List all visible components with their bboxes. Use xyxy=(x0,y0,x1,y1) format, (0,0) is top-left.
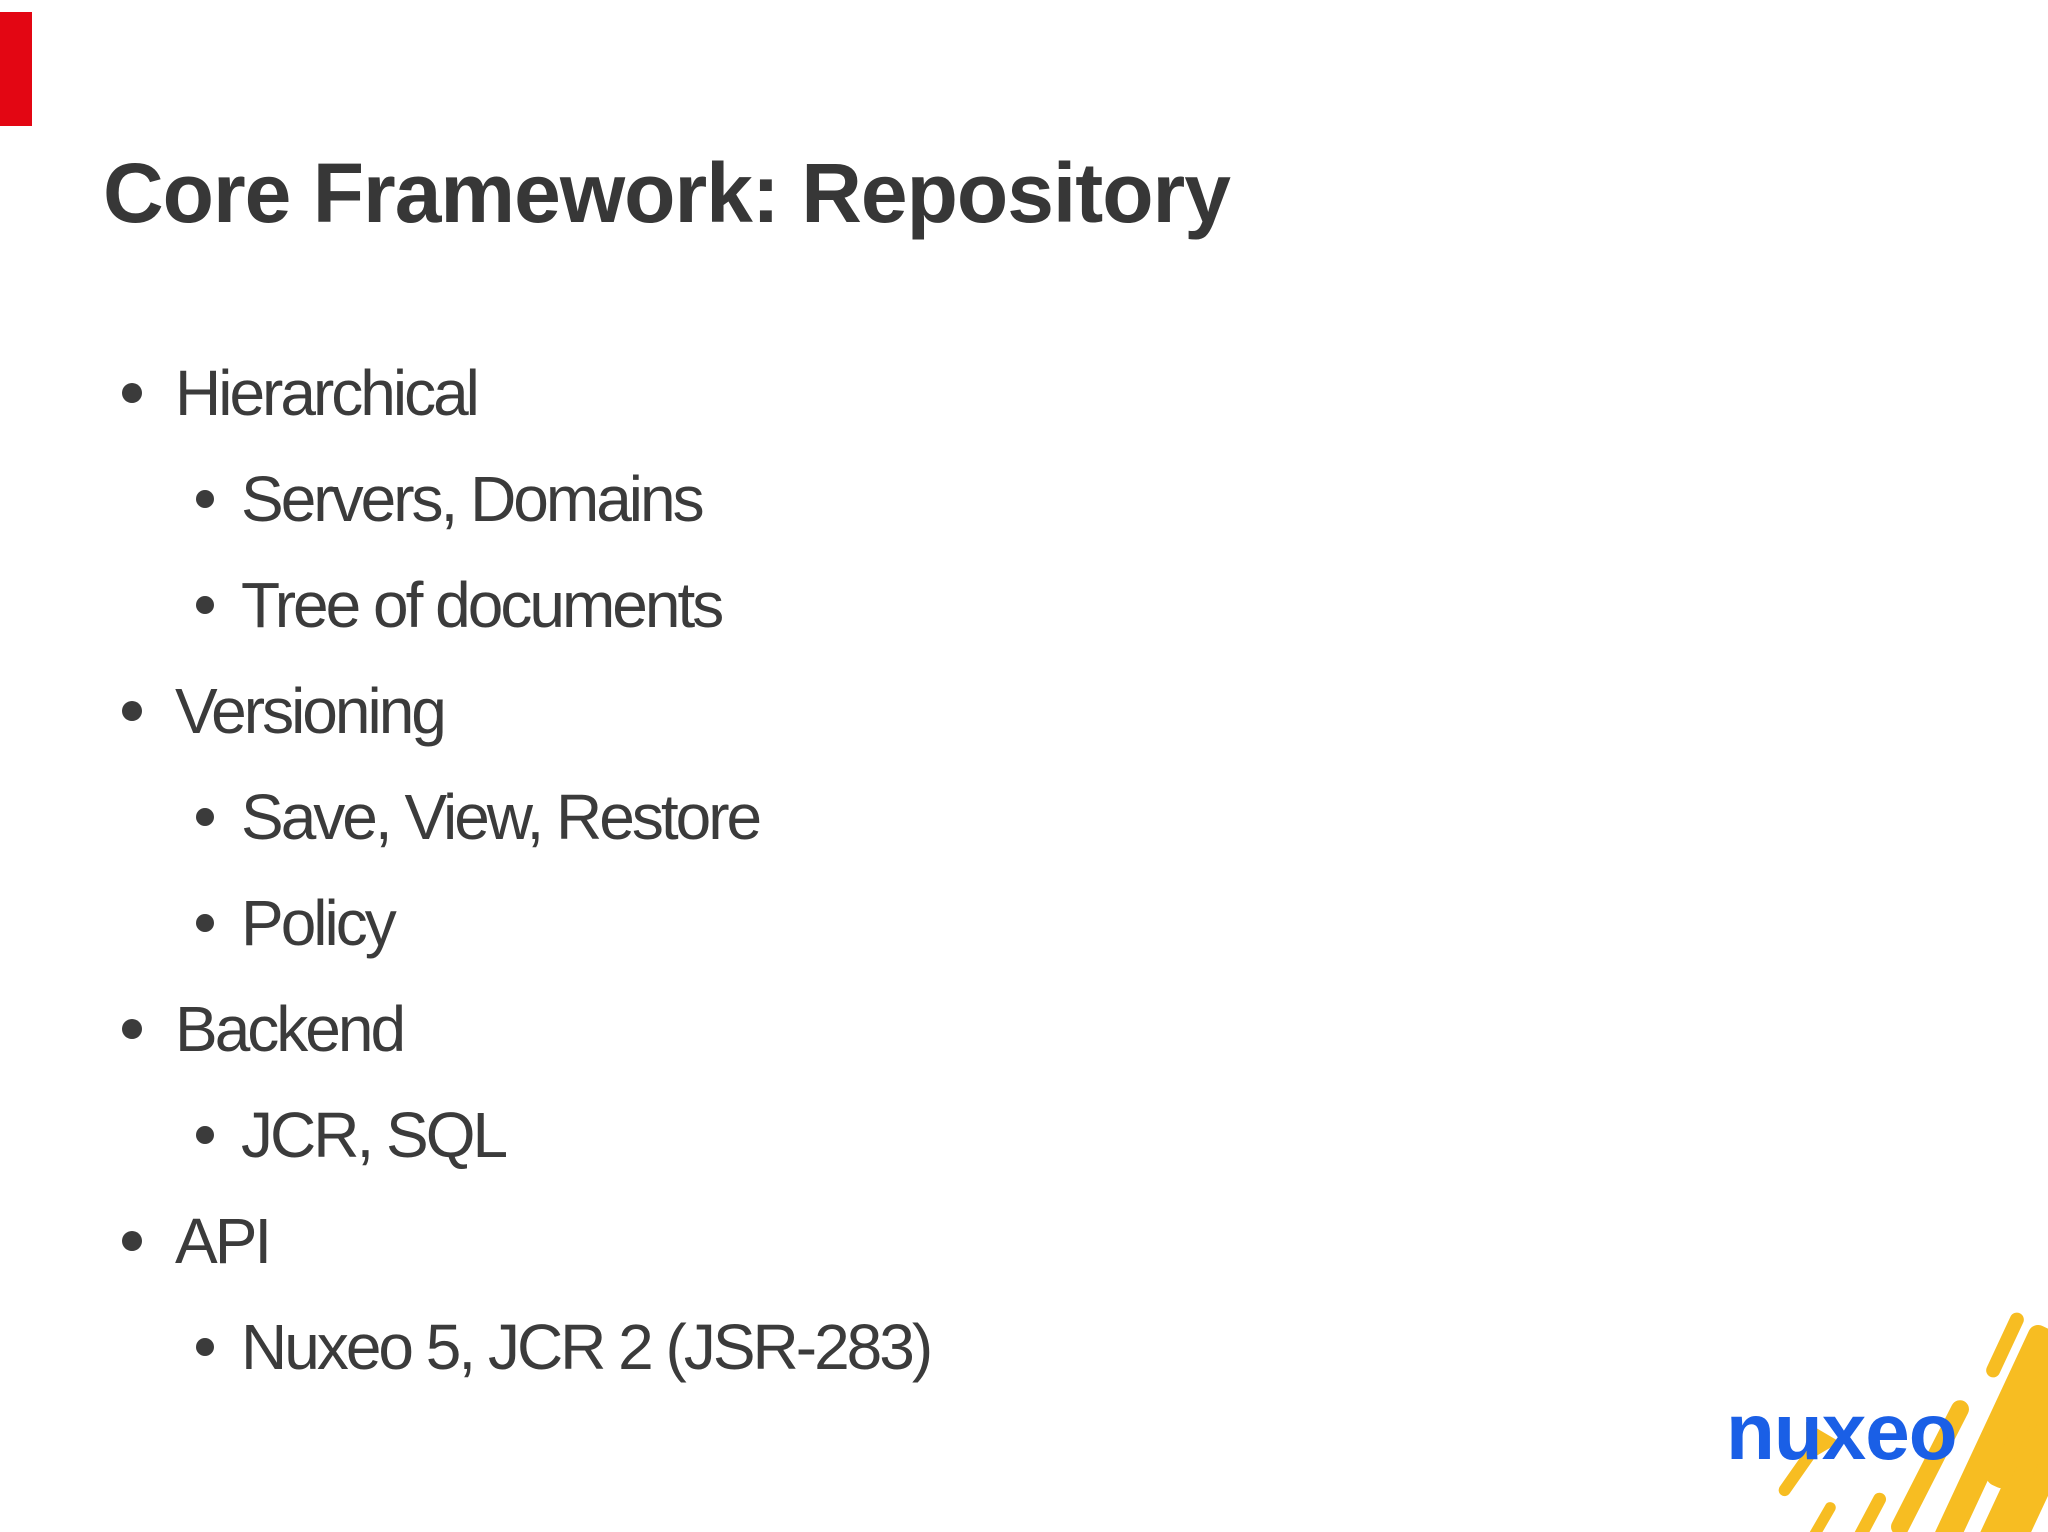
bullet-text: Policy xyxy=(241,887,397,959)
bullet-text: Tree of documents xyxy=(241,569,724,641)
bullet-text: Servers, Domains xyxy=(241,463,705,535)
bullet-text: JCR, SQL xyxy=(241,1099,508,1171)
list-item: Policy xyxy=(0,870,1400,976)
bullet-text: Hierarchical xyxy=(175,357,480,429)
bullet-text: Nuxeo 5, JCR 2 (JSR-283) xyxy=(241,1311,933,1383)
red-accent-bar xyxy=(0,12,32,126)
list-item: Backend xyxy=(0,976,1400,1082)
list-item: Servers, Domains xyxy=(0,446,1400,552)
bullet-icon xyxy=(122,1019,142,1039)
bullet-icon xyxy=(122,383,142,403)
list-item: API xyxy=(0,1188,1400,1294)
brush-wedge-icon xyxy=(1806,1422,1840,1462)
bullet-text: Save, View, Restore xyxy=(241,781,762,853)
brush-stroke-icon xyxy=(1848,1490,1889,1532)
bullet-text: Versioning xyxy=(175,675,447,747)
nuxeo-logo-text: nuxeo xyxy=(1726,1387,1958,1476)
list-item: Save, View, Restore xyxy=(0,764,1400,870)
list-item: Versioning xyxy=(0,658,1400,764)
bullet-text: Backend xyxy=(175,993,406,1065)
list-item: Nuxeo 5, JCR 2 (JSR-283) xyxy=(0,1294,1400,1400)
bullet-icon xyxy=(196,1126,214,1144)
bullet-icon xyxy=(196,596,214,614)
slide-title: Core Framework: Repository xyxy=(103,146,1231,240)
bullet-icon xyxy=(122,701,142,721)
bullet-icon xyxy=(196,1338,214,1356)
bullet-icon xyxy=(196,808,214,826)
list-item: Tree of documents xyxy=(0,552,1400,658)
brush-stroke-icon xyxy=(1807,1500,1838,1532)
bullet-text: API xyxy=(175,1205,272,1277)
list-item: JCR, SQL xyxy=(0,1082,1400,1188)
bullet-icon xyxy=(122,1231,142,1251)
bullet-icon xyxy=(196,490,214,508)
bullet-icon xyxy=(196,914,214,932)
list-item: Hierarchical xyxy=(0,340,1400,446)
